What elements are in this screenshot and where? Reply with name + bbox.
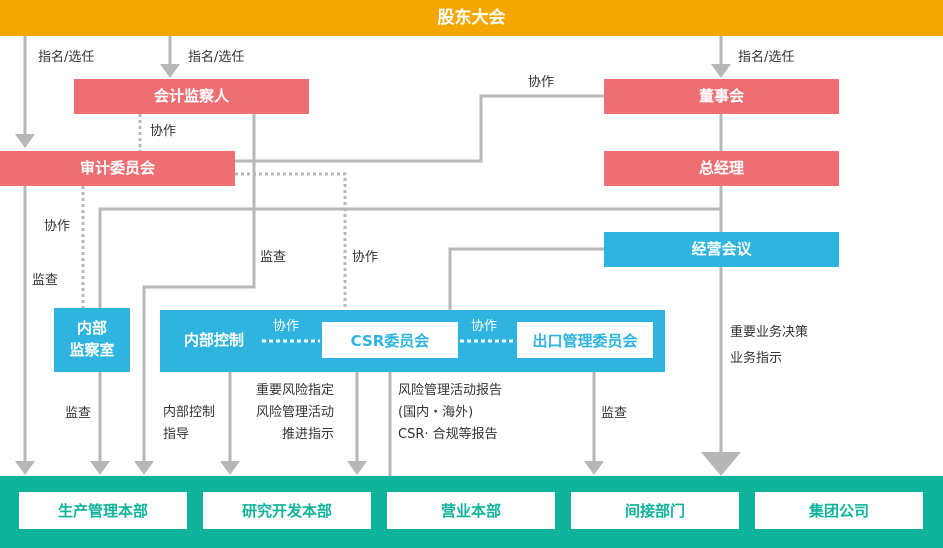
- dept-production: 生产管理本部: [19, 492, 187, 529]
- monitor-label-2: 监查: [260, 250, 287, 265]
- nominate-label-3: 指名/选任: [738, 50, 795, 65]
- coop-csr-audit-label: 协作: [352, 250, 379, 265]
- president-node: 总经理: [604, 151, 839, 186]
- dept-rnd: 研究开发本部: [203, 492, 371, 529]
- coop-csr-export-label: 协作: [471, 319, 498, 334]
- coop-ic-csr-label: 协作: [273, 319, 300, 334]
- shareholders-meeting-bar: 股东大会: [0, 0, 943, 36]
- accounting-auditor-node: 会计监察人: [74, 79, 309, 114]
- ic-guidance-label: 内部控制 指导: [163, 405, 216, 442]
- csr-committee-node: CSR委员会: [322, 322, 458, 358]
- board-node: 董事会: [604, 79, 839, 114]
- coop-board-label: 协作: [528, 75, 555, 90]
- coop-auditor-label: 协作: [150, 124, 177, 139]
- dept-sales: 营业本部: [387, 492, 555, 529]
- internal-audit-office-node: 内部 监察室: [54, 308, 130, 372]
- dept-indirect: 间接部门: [571, 492, 739, 529]
- nominate-label-1: 指名/选任: [38, 50, 95, 65]
- risk-report-label: 风险管理活动报告 (国内・海外) CSR· 合规等报告: [398, 383, 503, 442]
- monitor-label-4: 监查: [601, 406, 628, 421]
- risk-designation-label: 重要风险指定 风险管理活动 推进指示: [256, 383, 335, 442]
- dept-group: 集团公司: [755, 492, 923, 529]
- coop-audit-label: 协作: [44, 219, 71, 234]
- internal-control-label: 内部控制: [184, 331, 245, 349]
- export-committee-node: 出口管理委员会: [517, 322, 653, 358]
- nominate-label-2: 指名/选任: [188, 50, 245, 65]
- monitor-label-1: 监查: [32, 273, 59, 288]
- business-decision-label: 重要业务决策 业务指示: [730, 325, 809, 366]
- management-meeting-node: 经营会议: [604, 232, 839, 267]
- monitor-label-3: 监查: [65, 406, 92, 421]
- audit-committee-node: 审计委员会: [0, 151, 235, 186]
